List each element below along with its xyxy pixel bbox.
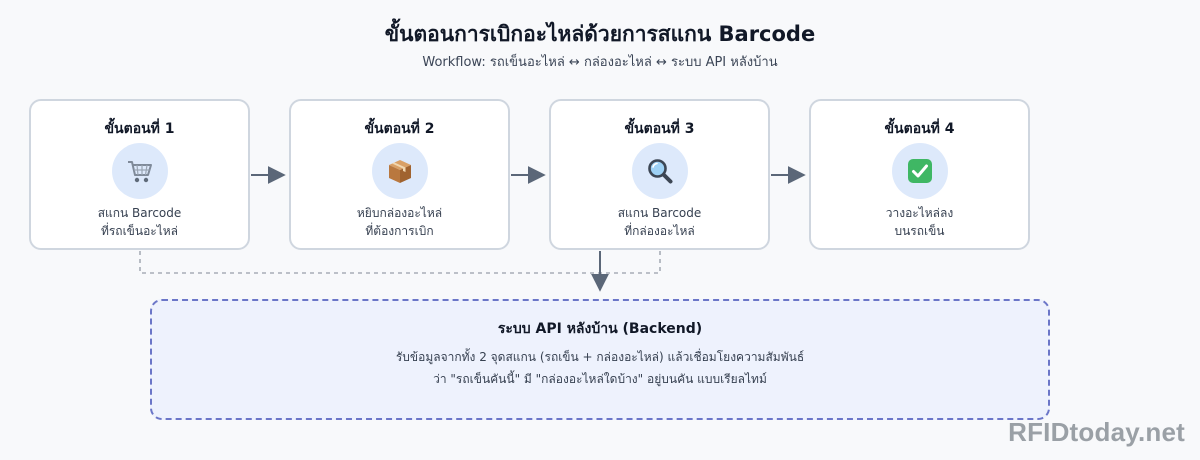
backend-title: ระบบ API หลังบ้าน (Backend) [497, 321, 703, 337]
step-card-3: ขั้นตอนที่ 3 สแกน Barcode ที่กล่องอะไหล่ [549, 99, 770, 250]
step-desc-line: บนรถเข็น [894, 224, 945, 238]
watermark-logo: RFIDtoday.net [1008, 417, 1185, 447]
step-desc-line: ที่รถเข็นอะไหล่ [100, 224, 179, 238]
step-desc-line: หยิบกล่องอะไหล่ [356, 206, 443, 220]
backend-description-line-2: ว่า "รถเข็นคันนี้" มี "กล่องอะไหล่ใดบ้าง… [433, 372, 767, 386]
step-description: สแกน Barcode ที่กล่องอะไหล่ [551, 204, 768, 240]
step-description: หยิบกล่องอะไหล่ ที่ต้องการเบิก [291, 204, 508, 240]
backend-description-line-1: รับข้อมูลจากทั้ง 2 จุดสแกน (รถเข็น + กล่… [395, 350, 805, 364]
step-title: ขั้นตอนที่ 1 [104, 121, 175, 137]
step-card-4: ขั้นตอนที่ 4 วางอะไหล่ลง บนรถเข็น [809, 99, 1030, 250]
step-title: ขั้นตอนที่ 4 [884, 121, 955, 137]
step-desc-line: สแกน Barcode [617, 206, 702, 220]
step-description: วางอะไหล่ลง บนรถเข็น [811, 204, 1028, 240]
package-box-icon [371, 143, 428, 199]
backend-api-box: ระบบ API หลังบ้าน (Backend) รับข้อมูลจาก… [150, 299, 1050, 420]
page-title: ขั้นตอนการเบิกอะไหล่ด้วยการสแกน Barcode [384, 22, 816, 46]
shopping-cart-icon [111, 143, 168, 199]
step-desc-line: สแกน Barcode [97, 206, 182, 220]
step-description: สแกน Barcode ที่รถเข็นอะไหล่ [31, 204, 248, 240]
dashed-link-step1-step3 [139, 251, 661, 274]
step-title: ขั้นตอนที่ 2 [364, 121, 435, 137]
step-desc-line: ที่กล่องอะไหล่ [624, 224, 695, 238]
step-title: ขั้นตอนที่ 3 [624, 121, 695, 137]
step-card-2: ขั้นตอนที่ 2 หยิบกล่องอะไหล่ ที่ต้องการเ… [289, 99, 510, 250]
page-subtitle: Workflow: รถเข็นอะไหล่ ↔ กล่องอะไหล่ ↔ ร… [422, 55, 778, 70]
step-desc-line: ที่ต้องการเบิก [365, 224, 434, 238]
step-card-1: ขั้นตอนที่ 1 สแกน Barcode ที่รถเข็นอะไหล… [29, 99, 250, 250]
step-desc-line: วางอะไหล่ลง [885, 206, 954, 220]
check-mark-icon [891, 143, 948, 199]
magnifier-icon [631, 143, 688, 199]
